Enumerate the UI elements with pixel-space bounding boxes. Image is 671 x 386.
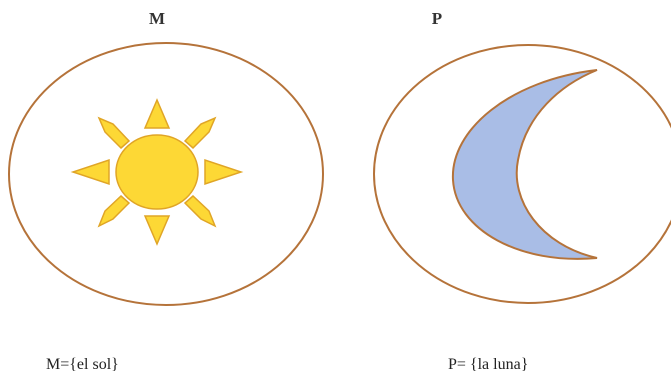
set-p-notation: P= {la luna} — [448, 356, 528, 373]
sun-ray — [204, 158, 244, 186]
sun-ray — [183, 194, 217, 228]
set-p-label: P — [432, 9, 442, 28]
set-p: P P= {la luna} — [373, 9, 671, 373]
sun-core — [115, 134, 199, 210]
set-m-label: M — [149, 9, 165, 28]
sun-ray — [70, 158, 110, 186]
sun-icon — [70, 98, 244, 246]
sun-ray — [97, 194, 131, 228]
moon-icon — [451, 69, 598, 260]
set-m: M M={el sol} — [8, 9, 324, 373]
sun-ray — [143, 215, 171, 246]
set-m-outline — [8, 42, 324, 306]
set-m-notation: M={el sol} — [46, 356, 119, 373]
set-p-outline — [373, 44, 671, 304]
sun-ray — [97, 116, 131, 150]
sun-ray — [143, 98, 171, 129]
sun-ray — [183, 116, 217, 150]
